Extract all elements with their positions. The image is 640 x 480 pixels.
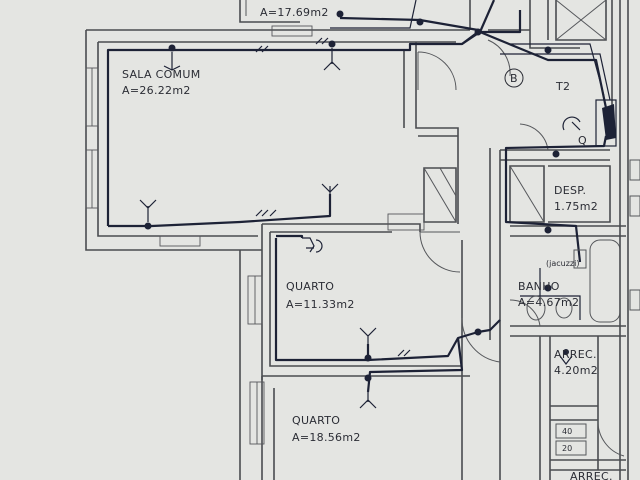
outlet-symbol bbox=[302, 237, 323, 253]
ceiling-node bbox=[364, 374, 372, 382]
b-circle-marker bbox=[504, 68, 524, 88]
doors bbox=[417, 39, 625, 457]
ceiling-node bbox=[544, 226, 552, 234]
room-sala-comum-name: SALA COMUM bbox=[122, 68, 201, 81]
room-desp-name: DESP. bbox=[554, 184, 586, 197]
ceiling-node bbox=[552, 150, 560, 158]
room-quarto-1-name: QUARTO bbox=[286, 280, 334, 293]
light-fixtures bbox=[139, 10, 617, 409]
outlet-symbol bbox=[359, 327, 377, 344]
ceiling-node bbox=[328, 40, 336, 48]
code-20-label: 20 bbox=[562, 444, 572, 453]
ceiling-node bbox=[364, 354, 372, 362]
room-banho-area: A=4.67m2 bbox=[518, 296, 579, 309]
ceiling-node bbox=[544, 284, 552, 292]
markers: B T2 Q (jacuzzi) 40 20 bbox=[504, 68, 587, 453]
room-quarto-2-name: QUARTO bbox=[292, 414, 340, 427]
room-labels: A=17.69m2 SALA COMUM A=26.22m2 QUARTO A=… bbox=[122, 6, 613, 480]
ceiling-node bbox=[474, 28, 482, 36]
outlet-symbol bbox=[562, 116, 581, 131]
outlet-symbol bbox=[139, 199, 157, 222]
ceiling-node bbox=[144, 222, 152, 230]
b-marker-label: B bbox=[510, 72, 518, 85]
room-desp-area: 1.75m2 bbox=[554, 200, 598, 213]
ceiling-node bbox=[563, 349, 569, 355]
outlet-symbol bbox=[559, 355, 573, 365]
ceiling-node bbox=[474, 328, 482, 336]
room-sala-comum-area: A=26.22m2 bbox=[122, 84, 191, 97]
electrical-wiring bbox=[106, 0, 611, 393]
room-arrec-1-area: 4.20m2 bbox=[554, 364, 598, 377]
bidet-icon bbox=[555, 297, 573, 319]
q-marker-label: Q bbox=[578, 134, 587, 147]
t2-marker-label: T2 bbox=[555, 80, 570, 93]
sink-icon bbox=[573, 249, 587, 269]
room-arrec-1-name: ARREC. bbox=[554, 348, 597, 361]
code-40-label: 40 bbox=[562, 427, 572, 436]
ceiling-node bbox=[416, 18, 424, 26]
outlet-symbol bbox=[359, 392, 377, 409]
room-banho-name: BANHO bbox=[518, 280, 560, 293]
outlet-symbol bbox=[323, 48, 341, 71]
walls bbox=[85, 0, 640, 480]
toilet-icon bbox=[526, 295, 546, 321]
outlet-symbol bbox=[163, 52, 181, 71]
room-arrec-2-name: ARREC. bbox=[570, 470, 613, 480]
ceiling-node bbox=[336, 10, 344, 18]
room-top-area: A=17.69m2 bbox=[260, 6, 329, 19]
electrical-panel-icon bbox=[602, 104, 616, 140]
ceiling-node bbox=[168, 44, 176, 52]
room-quarto-2-area: A=18.56m2 bbox=[292, 431, 361, 444]
room-quarto-1-area: A=11.33m2 bbox=[286, 298, 355, 311]
jacuzzi-label: (jacuzzi) bbox=[546, 259, 579, 268]
outlet-symbol bbox=[321, 183, 339, 194]
ceiling-node bbox=[544, 46, 552, 54]
